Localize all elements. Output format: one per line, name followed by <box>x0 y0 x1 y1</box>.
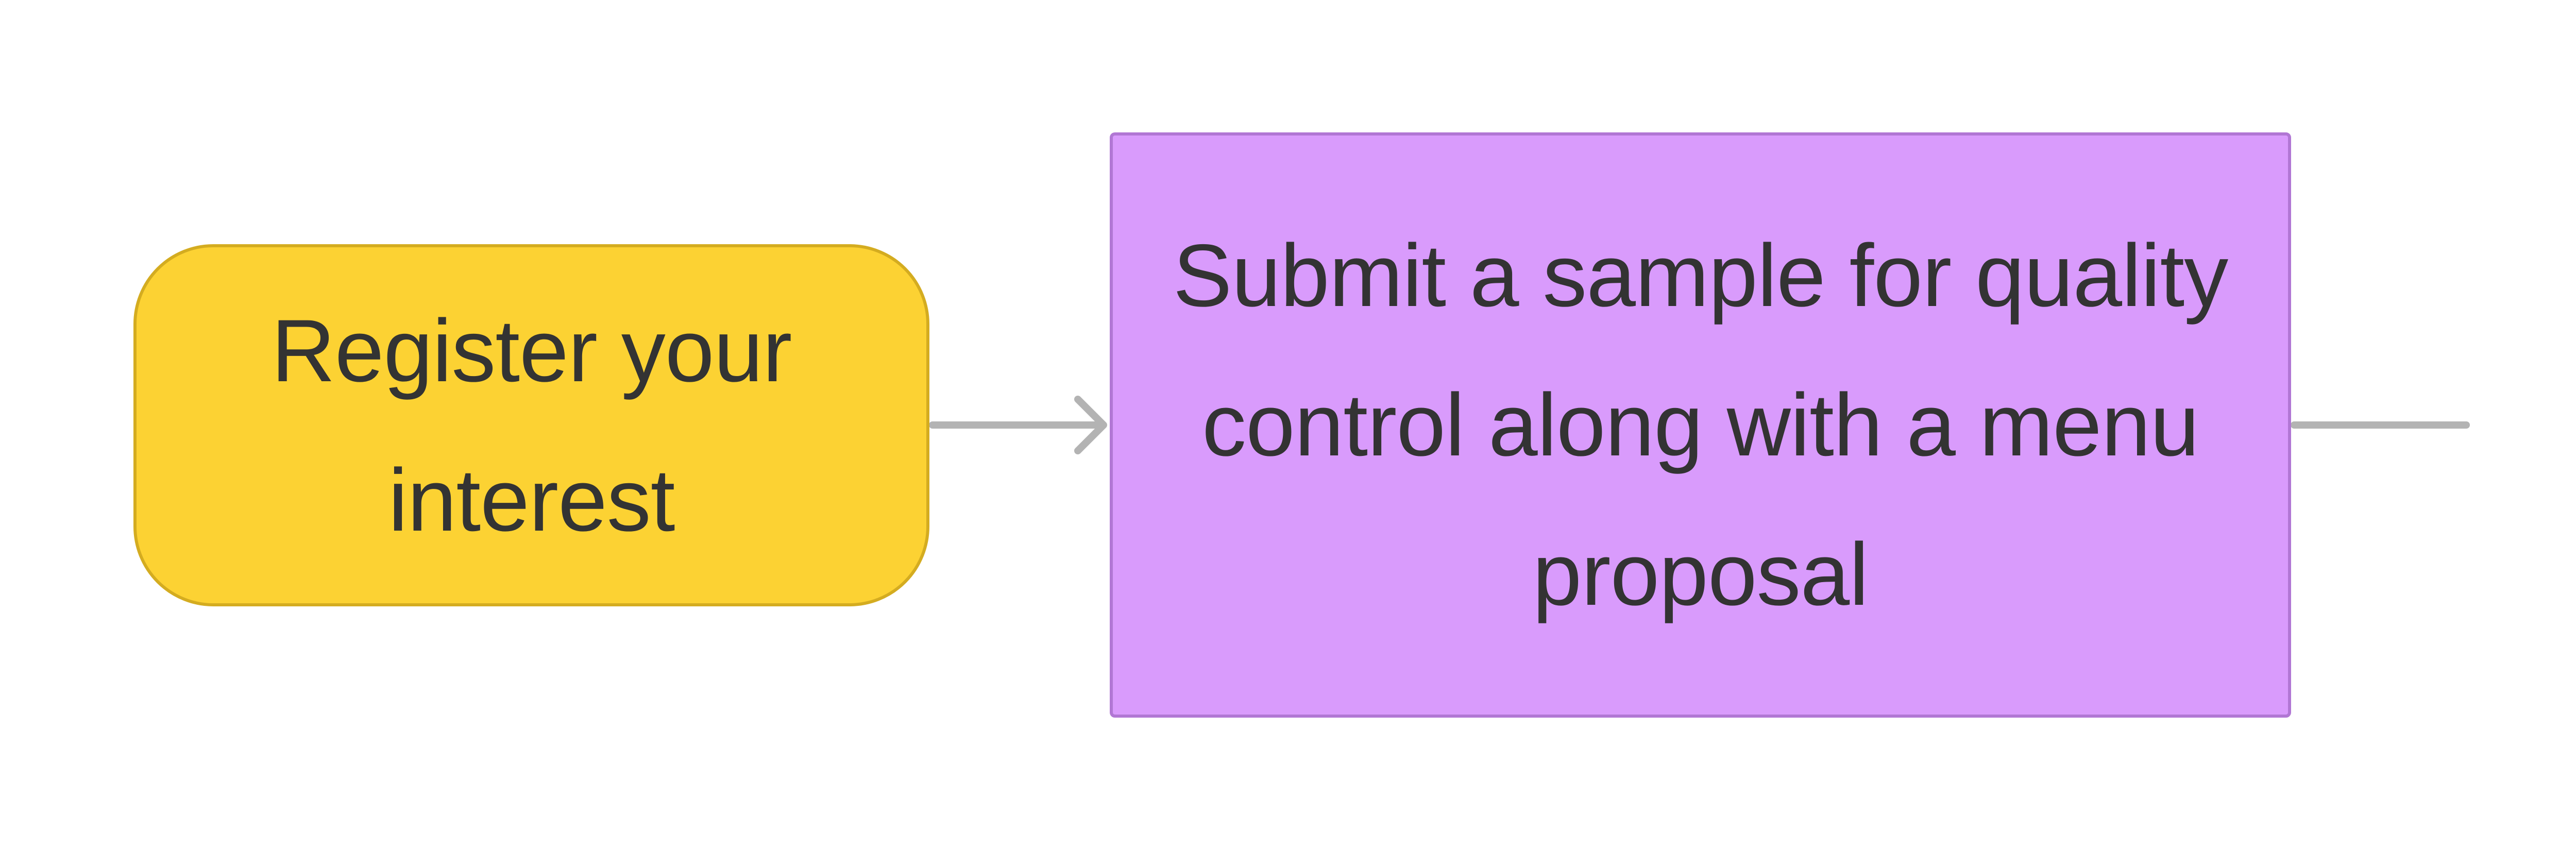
node-register-interest[interactable]: Register your interest <box>133 244 929 606</box>
node-label: Register your interest <box>271 301 792 550</box>
arrowhead-icon <box>1074 396 1107 454</box>
node-submit-sample[interactable]: Submit a sample for quality control alon… <box>1110 132 2291 718</box>
node-label: Submit a sample for quality control alon… <box>1173 226 2229 624</box>
